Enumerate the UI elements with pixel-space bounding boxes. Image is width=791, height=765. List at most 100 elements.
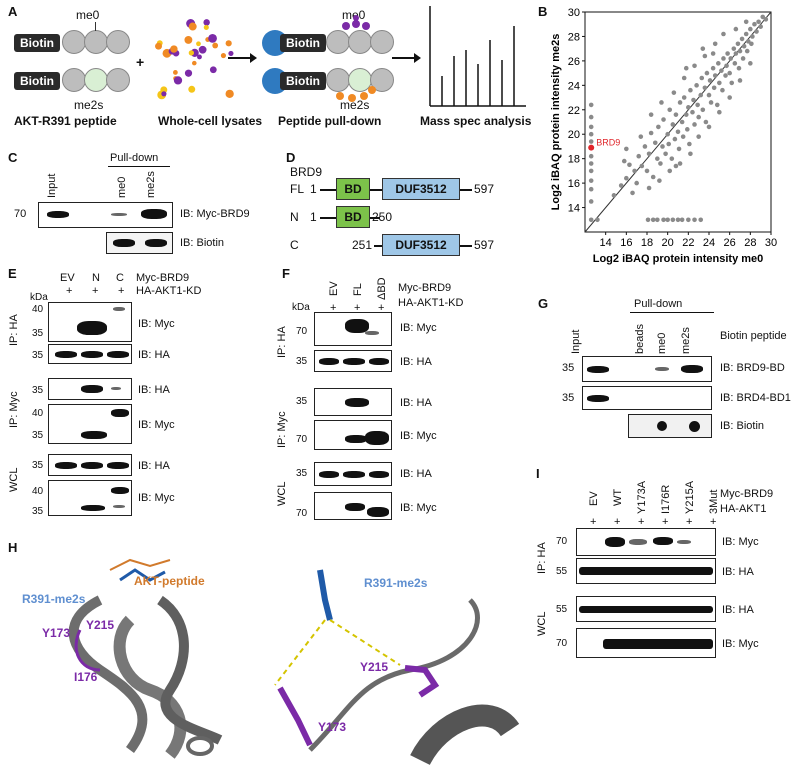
data-point [636,153,642,159]
highlight-label: BRD9 [596,138,620,148]
data-point [683,112,689,117]
lane-n: N [92,272,100,284]
section-wcl: WCL [536,611,548,636]
data-point [760,14,766,20]
lane-input: Input [46,173,58,198]
data-point [741,43,747,49]
blot-label: IB: Myc [722,536,759,548]
peptide-bead-methylated [84,68,108,92]
pulldown-header: Pull-down [110,152,159,164]
biotin-tag: Biotin [280,34,326,52]
data-point [621,158,627,164]
data-point [588,168,594,174]
blot-label: IB: Myc [400,322,437,334]
data-point [661,217,666,223]
me0-label: me0 [76,8,100,22]
data-point [749,41,754,47]
data-point [683,65,689,71]
plus-sign: + [590,516,597,528]
data-point [588,102,594,108]
data-point [672,136,678,142]
data-point [667,168,673,174]
marker: 55 [556,566,568,577]
me0-label: me0 [342,8,366,22]
plot-frame [584,11,772,233]
blot-brd9-bd [582,356,712,382]
marker: 35 [32,328,44,339]
data-point [748,61,753,66]
marker: 35 [562,392,575,404]
lane-c: C [116,272,124,284]
data-point [639,163,645,169]
peptide-bead [62,30,86,54]
lane-label: WT [612,488,624,506]
plus-sign: + [614,516,621,528]
me0-stem [95,22,96,31]
data-point [670,122,676,127]
construct-start: 1 [310,182,317,196]
plus-sign: + [118,285,125,297]
blot-wcl-ha [314,462,392,486]
data-point [690,109,695,115]
data-point [595,217,600,223]
data-point [588,139,594,144]
data-point [743,19,749,25]
section-ip-ha: IP: HA [8,314,20,346]
blot-label: IB: Biotin [180,237,225,249]
data-point [686,217,691,223]
plus-sign: + [638,516,645,528]
data-point [658,161,663,166]
marker: 35 [32,385,44,396]
data-point [706,92,712,98]
x-tick-label: 24 [703,237,715,249]
data-point [717,109,722,115]
data-point [754,29,759,34]
y-tick-label: 14 [568,203,580,215]
data-point [698,92,704,98]
data-point [727,70,732,76]
blot-label: IB: HA [400,397,432,409]
blot-label: IB: HA [722,604,754,616]
panel-d-label: D [286,150,296,165]
section-ip-myc: IP: Myc [276,411,288,448]
blot-label: IB: HA [400,468,432,480]
data-point [737,78,743,83]
caption-mass-spec: Mass spec analysis [420,114,532,128]
r391-label: R391-me2s [22,592,86,606]
data-point [729,80,735,86]
data-point [719,68,724,73]
data-point [688,87,693,93]
blot-label: IB: Myc [138,318,175,330]
y-tick-label: 30 [568,7,580,19]
marker: 35 [296,468,308,479]
row-label: HA-AKT1-KD [136,285,202,297]
blot-biotin [106,232,173,254]
lysate-illustration [155,19,234,100]
data-point [743,31,749,37]
y-tick-label: 24 [568,80,580,92]
data-point [661,117,666,122]
data-point [652,140,658,146]
blot-wcl-myc [576,628,716,658]
plus-sign: + [662,516,669,528]
data-point [646,151,652,157]
me2s-label: me2s [74,98,104,112]
data-point [692,122,697,127]
data-point [739,36,745,42]
blot-wcl-ha [576,596,716,622]
arrow-icon [228,53,257,63]
data-point [588,153,594,159]
data-point [676,146,682,152]
row-label: Myc-BRD9 [136,272,190,284]
peptide-bead [106,68,130,92]
structure-zoom [274,569,520,765]
data-point [731,46,737,51]
plus-sign: + [686,516,693,528]
panel-h-label: H [8,540,18,555]
pulldown-bracket [630,312,714,313]
construct-end: 597 [474,182,495,196]
lane-me2s: me2s [145,171,157,198]
data-point [725,51,730,56]
data-point [588,186,594,192]
